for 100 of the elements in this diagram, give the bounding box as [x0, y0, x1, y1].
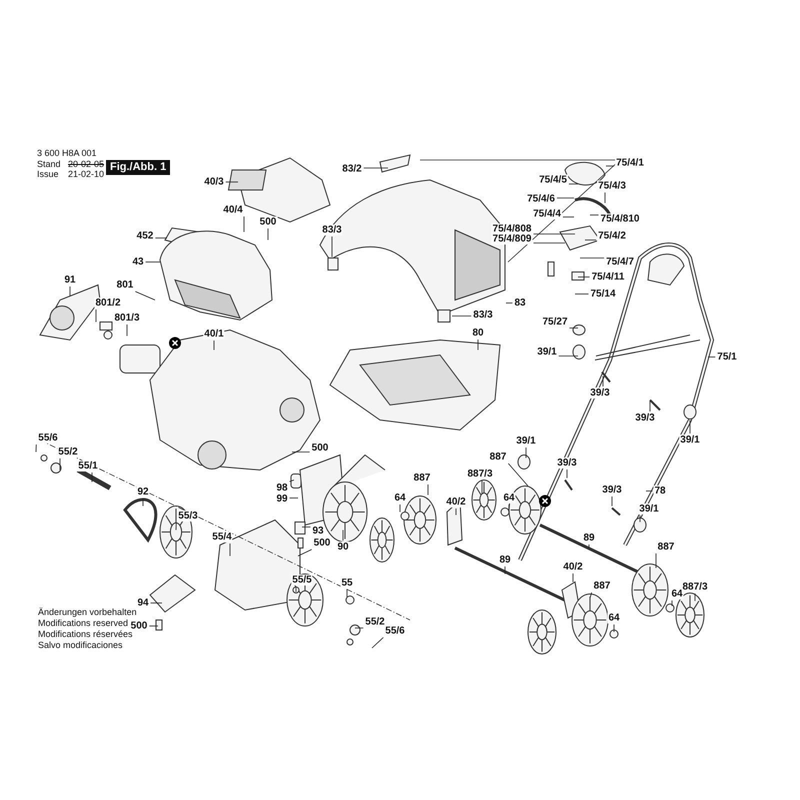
- leader-line: [150, 602, 162, 604]
- callout-number: 500: [258, 216, 278, 228]
- callout-number: 887: [656, 542, 676, 552]
- callout-number: 89: [498, 554, 512, 566]
- callout-number: 887: [412, 472, 432, 484]
- leader-line: [604, 192, 606, 204]
- leader-line: [508, 504, 510, 512]
- date-caption: Issue: [37, 169, 59, 179]
- callout-number: 75/4/6: [526, 194, 556, 204]
- callout-number: 39/3: [634, 412, 656, 424]
- callout-number: 887/3: [681, 582, 709, 592]
- callout-number: 75/14: [589, 288, 617, 300]
- callout-number: 887: [488, 452, 508, 462]
- date-caption: Stand: [37, 159, 61, 169]
- leader-line: [533, 242, 566, 244]
- leader-line: [590, 592, 592, 598]
- leader-line: [372, 637, 384, 648]
- leader-line: [578, 276, 590, 278]
- leader-line: [602, 376, 604, 387]
- callout-number: 39/1: [638, 504, 660, 514]
- leader-line: [506, 302, 513, 304]
- callout-number: 78: [653, 486, 667, 496]
- leader-line: [289, 480, 294, 482]
- callout-number: 75/4/11: [590, 272, 626, 282]
- callout-number: 39/3: [589, 388, 611, 398]
- callout-number: 55/4: [211, 532, 233, 542]
- callout-number: 91: [63, 274, 77, 286]
- callout-number: 43: [131, 256, 145, 268]
- callout-number: 83/2: [341, 164, 363, 174]
- callout-number: 94: [136, 598, 150, 608]
- leader-line: [302, 526, 311, 528]
- callout-number: 801/3: [113, 312, 141, 324]
- date: 20-02-05: [68, 159, 104, 169]
- callout-number: 83/3: [472, 310, 494, 320]
- callout-number: 55/6: [37, 432, 59, 444]
- callout-number: 500: [312, 538, 332, 548]
- callout-number: 75/4/810: [600, 214, 640, 224]
- callout-number: 40/1: [203, 328, 225, 340]
- callout-number: 75/4/4: [532, 208, 562, 220]
- callout-number: 887/3: [466, 468, 494, 480]
- callout-number: 75/4/7: [605, 256, 635, 268]
- callout-number: 55/3: [177, 510, 199, 522]
- callout-number: 39/1: [679, 434, 701, 446]
- part-number: 3 600 H8A 001: [37, 148, 97, 158]
- note: Salvo modificaciones: [38, 640, 123, 650]
- callout-number: 500: [130, 620, 148, 632]
- callout-number: 55/5: [291, 574, 313, 586]
- leader-line: [504, 566, 506, 574]
- callout-number: 55/6: [384, 626, 406, 636]
- callout-number: 75/4/808: [492, 224, 532, 234]
- callout-number: 99: [275, 494, 289, 504]
- callout-number: 75/4/3: [597, 180, 627, 192]
- leader-line: [346, 589, 348, 598]
- callout-number: 887: [592, 580, 612, 592]
- callout-number: 55: [340, 578, 354, 588]
- leader-line: [176, 522, 177, 530]
- callout-number: 500: [310, 442, 330, 454]
- leader-line: [708, 356, 716, 358]
- callout-number: 75/4/1: [615, 158, 645, 168]
- callout-number: 75/1: [716, 352, 738, 362]
- callout-number: 39/3: [601, 484, 623, 496]
- callout-number: 93: [311, 526, 325, 536]
- callout-number: 64: [393, 492, 407, 504]
- callout-number: 40/2: [562, 562, 584, 572]
- callout-number: 55/2: [364, 616, 386, 628]
- leader-line: [342, 530, 344, 541]
- leader-line: [572, 573, 574, 582]
- callout-number: 55/1: [77, 460, 99, 472]
- note: Modifications réservées: [38, 629, 133, 639]
- callout-number: 98: [275, 482, 289, 494]
- note: Änderungen vorbehalten: [38, 607, 137, 617]
- callout-number: 75/4/2: [597, 230, 627, 242]
- leader-line: [134, 291, 156, 300]
- callout-number: 90: [336, 542, 350, 552]
- leader-line: [508, 463, 528, 486]
- leader-line: [566, 469, 568, 478]
- callout-number: 92: [136, 486, 150, 498]
- leader-line: [588, 544, 590, 548]
- leader-line: [646, 490, 653, 492]
- callout-number: 40/3: [203, 176, 225, 188]
- leader-line: [694, 593, 696, 602]
- callout-number: 39/3: [556, 458, 578, 468]
- date: 21-02-10: [68, 169, 104, 179]
- leader-line: [126, 324, 128, 336]
- figure-label: Fig./Abb. 1: [106, 160, 170, 175]
- callout-number: 40/4: [222, 204, 244, 216]
- callout-number: 83: [513, 298, 527, 308]
- callout-number: 75/27: [541, 316, 569, 328]
- callout-number: 39/1: [536, 346, 558, 358]
- callout-number: 64: [670, 588, 684, 600]
- callout-number: 64: [502, 492, 516, 504]
- leader-line: [590, 214, 599, 216]
- callout-number: 39/1: [515, 436, 537, 446]
- callout-number: 40/2: [445, 496, 467, 508]
- note: Modifications reserved: [38, 618, 128, 628]
- callout-number: 80: [471, 328, 485, 338]
- callout-number: 83/3: [321, 224, 343, 236]
- callout-number: 64: [607, 612, 621, 624]
- leader-line: [298, 549, 312, 556]
- callout-number: 55/2: [57, 446, 79, 458]
